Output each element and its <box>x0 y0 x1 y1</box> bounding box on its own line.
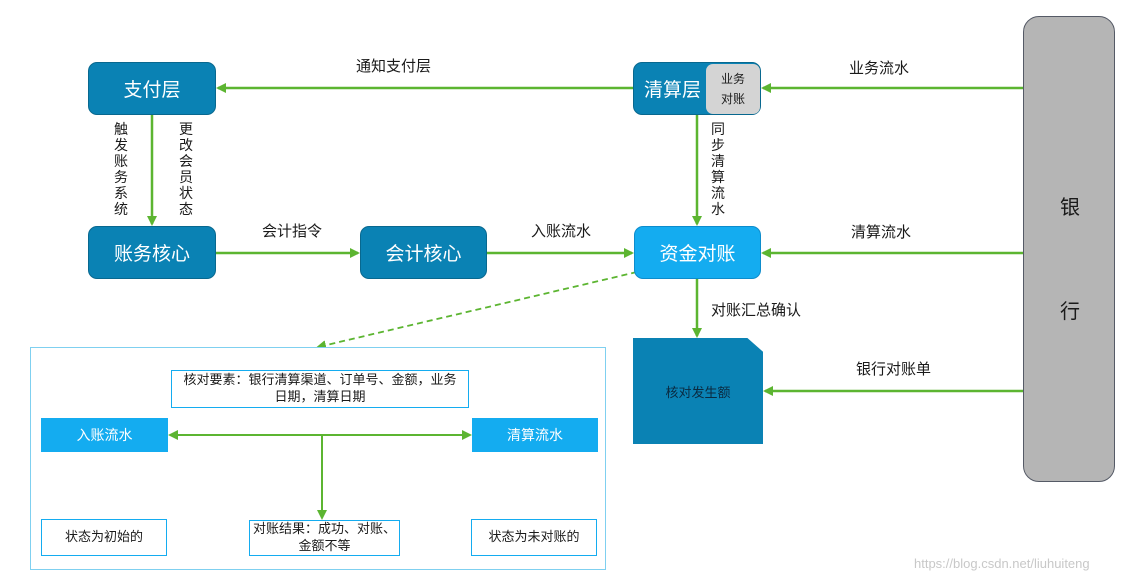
edge-label-update-member: 更改会员状态 <box>179 122 193 218</box>
posting-flow-bar: 入账流水 <box>41 418 168 452</box>
edge-label-notify-payment: 通知支付层 <box>356 57 432 75</box>
bookkeeping-core-label: 会计核心 <box>385 243 462 265</box>
edge-label-summary-confirm: 对账汇总确认 <box>711 301 802 319</box>
verify-amount-label: 核对发生额 <box>665 385 731 401</box>
edge-label-clearing-flow: 清算流水 <box>851 223 912 241</box>
biz-reconcile-tag: 业务 对账 <box>706 64 760 114</box>
unreconciled-status-label: 状态为未对账的 <box>488 530 580 545</box>
arrow-fund-to-detail <box>316 271 638 351</box>
bank-label-2: 行 <box>1060 299 1080 323</box>
verify-elements-line1: 核对要素：银行清算渠道、订单号、金额，业务 <box>183 373 457 388</box>
verify-elements-box: 核对要素：银行清算渠道、订单号、金额，业务 日期，清算日期 <box>171 370 469 408</box>
reconcile-result-line1: 对账结果：成功、对账、 <box>252 522 396 537</box>
edge-label-bank-statement: 银行对账单 <box>856 360 932 378</box>
edge-label-posting-flow: 入账流水 <box>531 222 592 240</box>
accounting-core-node[interactable]: 账务核心 <box>88 226 216 279</box>
biz-reconcile-text-2: 对账 <box>720 92 745 106</box>
fund-reconcile-node[interactable]: 资金对账 <box>634 226 761 279</box>
payment-layer-label: 支付层 <box>123 79 181 101</box>
posting-flow-bar-label: 入账流水 <box>76 428 133 444</box>
fund-reconcile-label: 资金对账 <box>659 243 736 265</box>
bookkeeping-core-node[interactable]: 会计核心 <box>360 226 487 279</box>
reconcile-result-line2: 金额不等 <box>298 539 351 554</box>
accounting-core-label: 账务核心 <box>113 243 190 265</box>
edge-label-accounting-instruction: 会计指令 <box>262 222 323 240</box>
clearing-flow-bar: 清算流水 <box>472 418 598 452</box>
initial-status-label: 状态为初始的 <box>64 530 143 545</box>
reconcile-detail-panel: 核对要素：银行清算渠道、订单号、金额，业务 日期，清算日期 入账流水 清算流水 … <box>30 347 606 570</box>
verify-elements-line2: 日期，清算日期 <box>274 390 366 405</box>
bank-label-1: 银 <box>1060 195 1080 219</box>
edge-label-sync-clearing: 同步清算流水 <box>711 122 725 218</box>
biz-reconcile-text-1: 业务 <box>720 72 745 86</box>
clearing-layer-label: 清算层 <box>644 79 702 101</box>
initial-status-box: 状态为初始的 <box>41 519 167 556</box>
payment-layer-node[interactable]: 支付层 <box>88 62 216 115</box>
edge-label-trigger-accounting: 触发账务系统 <box>114 122 128 218</box>
bank-node[interactable]: 银 行 <box>1023 16 1115 482</box>
edge-label-biz-flow: 业务流水 <box>849 59 910 77</box>
detail-connectors <box>168 430 472 520</box>
reconcile-result-box: 对账结果：成功、对账、 金额不等 <box>249 520 400 556</box>
watermark: https://blog.csdn.net/liuhuiteng <box>914 556 1090 571</box>
clearing-flow-bar-label: 清算流水 <box>507 428 563 444</box>
verify-amount-node[interactable]: 核对发生额 <box>633 338 763 444</box>
unreconciled-status-box: 状态为未对账的 <box>471 519 597 556</box>
